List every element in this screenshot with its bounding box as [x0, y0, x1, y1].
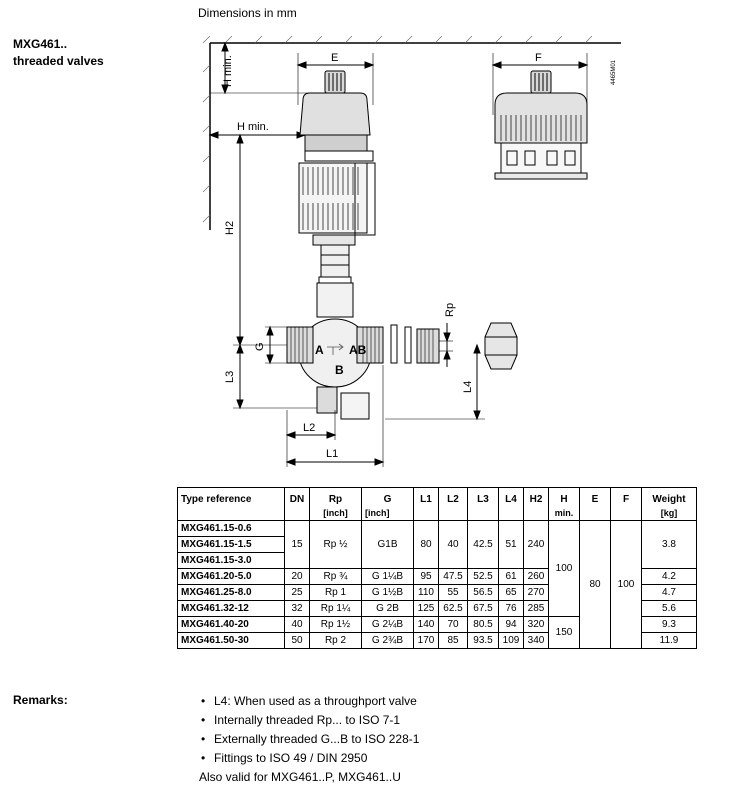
unit-h: min. — [548, 507, 580, 521]
table-header-row: Type reference DN Rp G L1 L2 L3 L4 H2 H … — [177, 487, 697, 507]
label-h-min-top: H min. — [222, 55, 234, 87]
label-h-min: H min. — [237, 121, 269, 133]
port-ab-label: AB — [349, 343, 367, 357]
unit-rp: [inch] — [309, 507, 362, 521]
label-rp: Rp — [444, 303, 456, 317]
col-type-reference: Type reference — [177, 487, 285, 507]
col-l1: L1 — [413, 487, 439, 507]
remark-item: Fittings to ISO 49 / DIN 2950 — [199, 749, 419, 768]
drawing-number: 4465M01 — [611, 59, 617, 85]
table-row: MXG461.15-0.6 15 Rp ½ G1B 80 40 42.5 51 … — [177, 520, 697, 649]
col-l2: L2 — [438, 487, 468, 507]
table-row: MXG461.20-5.0 20 Rp ¾ G 1¼B 95 47.5 52.5… — [177, 568, 697, 585]
actuator-side — [494, 70, 588, 180]
dimensions-caption: Dimensions in mm — [198, 6, 297, 20]
wall-hatch — [202, 35, 621, 230]
valve-dimension-drawing: 4465M01 H min. H min. E F — [202, 35, 621, 467]
actuator-front — [298, 70, 376, 316]
specifications-table: Type reference DN Rp G L1 L2 L3 L4 H2 H … — [177, 487, 697, 649]
label-e: E — [331, 52, 338, 64]
remark-item: L4: When used as a throughport valve — [199, 692, 419, 711]
table-row: MXG461.50-30 50 Rp 2 G 2¾B 170 85 93.5 1… — [177, 632, 697, 649]
remark-item: Internally threaded Rp... to ISO 7-1 — [199, 711, 419, 730]
port-a-label: A — [315, 343, 324, 357]
remark-item: Externally threaded G...B to ISO 228-1 — [199, 730, 419, 749]
col-l4: L4 — [498, 487, 524, 507]
port-b-label: B — [335, 363, 344, 377]
col-f: F — [610, 487, 642, 507]
e-value: 80 — [579, 520, 611, 649]
label-l2: L2 — [303, 422, 315, 434]
h-min-group2: 150 — [548, 616, 580, 649]
col-dn: DN — [284, 487, 310, 507]
label-l3: L3 — [224, 371, 236, 383]
f-value: 100 — [610, 520, 642, 649]
label-l4: L4 — [462, 381, 474, 393]
product-title: MXG461.. threaded valves — [13, 36, 104, 70]
fittings — [390, 322, 518, 370]
label-l1: L1 — [326, 448, 338, 460]
col-h2: H2 — [523, 487, 549, 507]
unit-g: [inch] — [361, 507, 414, 521]
also-valid-note: Also valid for MXG461..P, MXG461..U — [199, 770, 401, 784]
table-unit-row: [inch] [inch] min. [kg] — [177, 507, 697, 521]
product-title-line2: threaded valves — [13, 54, 104, 68]
unit-weight: [kg] — [641, 507, 697, 521]
remarks-list: L4: When used as a throughport valve Int… — [199, 692, 419, 787]
valve-body: A AB B — [286, 282, 384, 420]
col-rp: Rp — [309, 487, 362, 507]
col-h: H — [548, 487, 580, 507]
col-l3: L3 — [467, 487, 499, 507]
h-min-group1: 100 — [548, 520, 580, 617]
label-f: F — [535, 52, 542, 64]
remarks-label: Remarks: — [13, 693, 68, 707]
label-g: G — [254, 342, 266, 351]
col-g: G — [361, 487, 414, 507]
label-h2: H2 — [224, 221, 236, 235]
col-e: E — [579, 487, 611, 507]
col-weight: Weight — [641, 487, 697, 507]
product-title-line1: MXG461.. — [13, 37, 68, 51]
